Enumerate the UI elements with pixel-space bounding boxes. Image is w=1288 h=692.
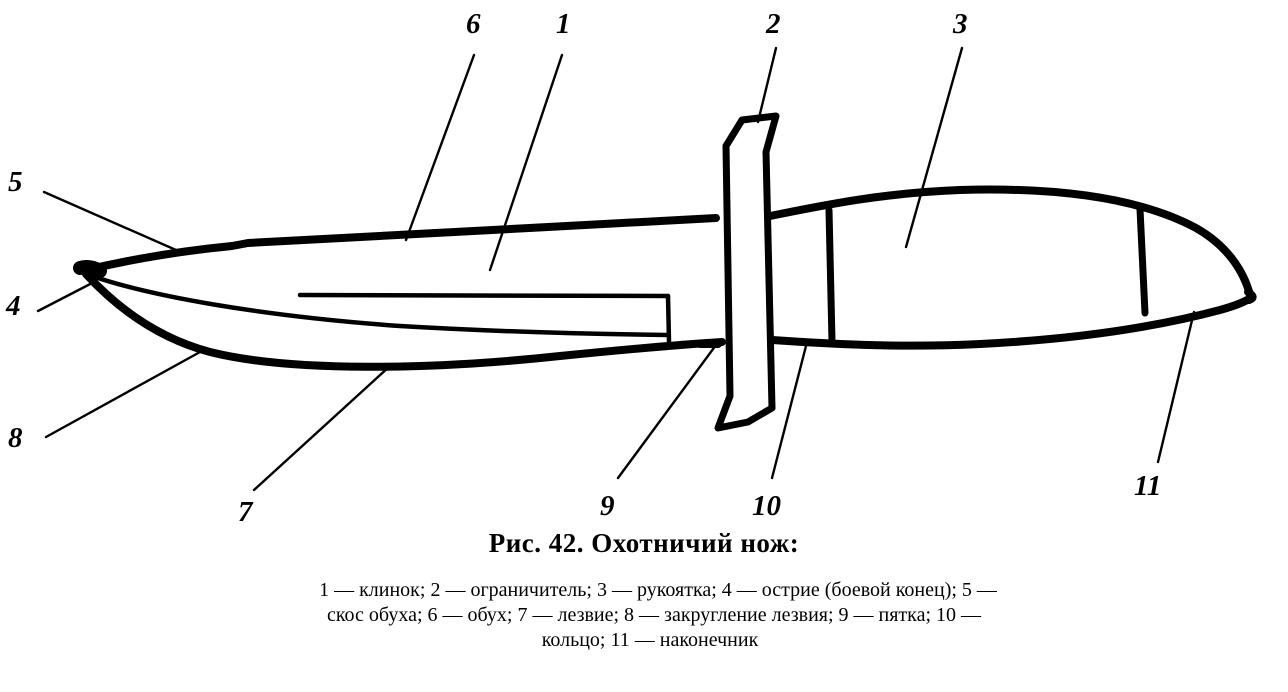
- callout-number-7: 7: [238, 496, 253, 528]
- leader-line-10: [770, 344, 808, 480]
- callout-number-8: 8: [8, 422, 23, 454]
- leader-line-4: [36, 279, 98, 313]
- figure-caption: Рис. 42. Охотничий нож:: [488, 528, 800, 558]
- callout-number-6: 6: [466, 8, 481, 40]
- guard-outline-path: [714, 112, 780, 432]
- callout-number-4: 4: [6, 290, 21, 322]
- blade-point-path: [73, 260, 107, 278]
- leader-line-11: [1156, 310, 1196, 464]
- caption-block: Рис. 42. Охотничий нож:: [0, 528, 1288, 559]
- callout-number-9: 9: [600, 490, 615, 522]
- callout-number-11: 11: [1134, 470, 1162, 502]
- legend-line-2: скос обуха; 6 — обух; 7 — лезвие; 8 — за…: [326, 604, 982, 626]
- callout-number-5: 5: [8, 166, 23, 198]
- callout-number-10: 10: [752, 490, 781, 522]
- leader-line-2: [756, 46, 778, 124]
- leader-line-1: [488, 53, 564, 272]
- leader-line-3: [904, 46, 964, 249]
- handle-bottom-path: [768, 293, 1256, 350]
- legend-line-1: 1 — клинок; 2 — ограничитель; 3 — рукоят…: [319, 579, 997, 601]
- knife-diagram-svg: [36, 46, 1257, 492]
- blade-bevel-line-path: [89, 273, 671, 338]
- leader-line-8: [44, 350, 202, 439]
- blade-spine-path: [82, 214, 720, 274]
- leader-line-9: [616, 343, 718, 480]
- callout-number-1: 1: [556, 8, 571, 40]
- callout-number-2: 2: [766, 8, 781, 40]
- callout-number-3: 3: [953, 8, 968, 40]
- leader-line-7: [252, 364, 392, 492]
- handle-top-path: [766, 185, 1254, 299]
- leader-line-5: [42, 190, 178, 252]
- handle-ring-path: [825, 206, 836, 345]
- handle-pommel-divider-path: [1136, 205, 1149, 317]
- handle-tip-path: [1244, 288, 1257, 304]
- blade-edge-path: [82, 270, 726, 371]
- blade-bevel-step-path: [665, 293, 672, 345]
- legend-block: 1 — клинок; 2 — ограничитель; 3 — рукоят…: [0, 578, 1288, 653]
- legend-line-3: кольцо; 11 — наконечник: [541, 629, 759, 651]
- leader-line-6: [404, 53, 476, 242]
- blade-bevel-upper-line-path: [297, 292, 671, 299]
